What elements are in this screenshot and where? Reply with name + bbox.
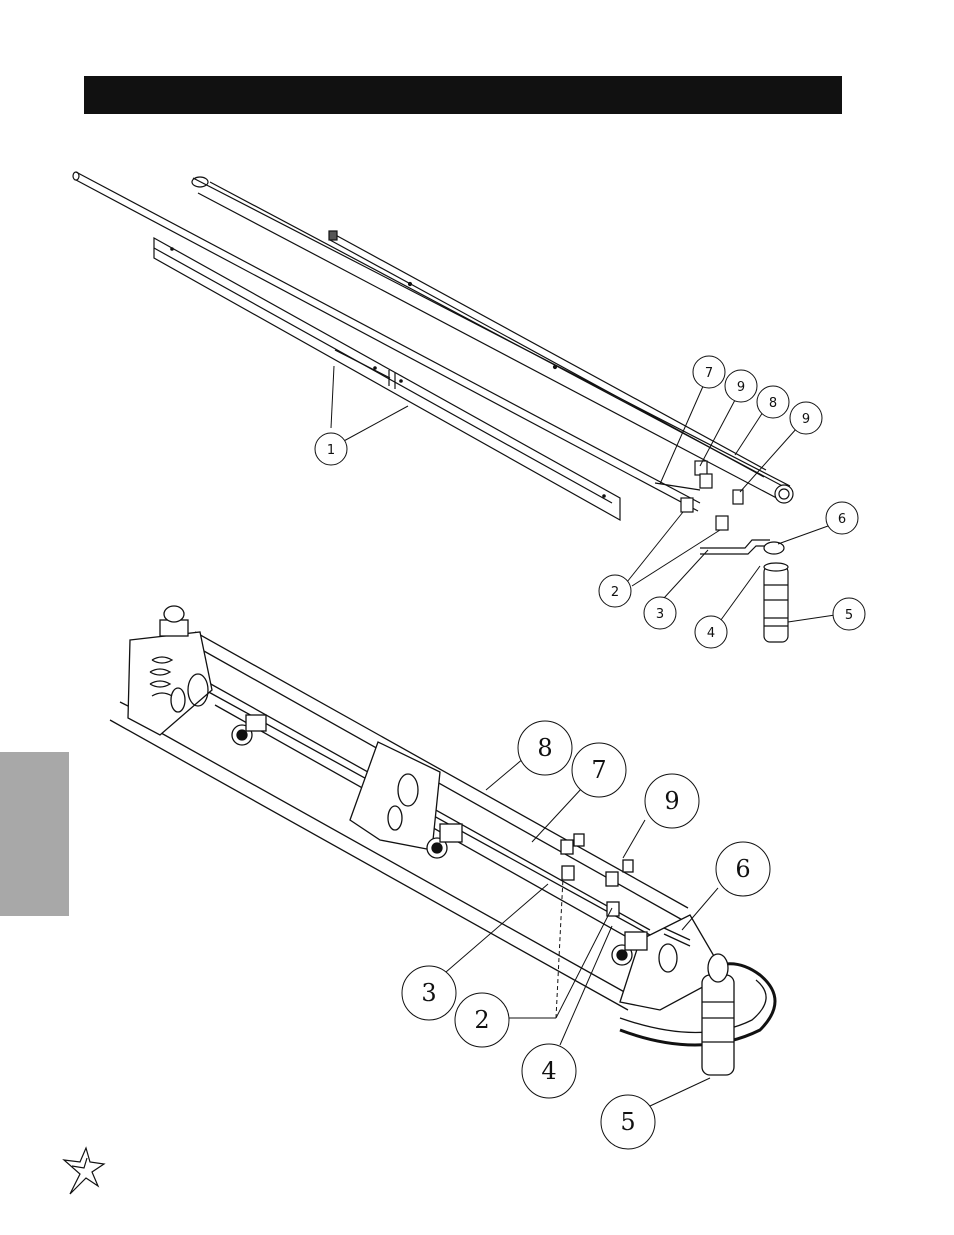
svg-text:6: 6 (735, 855, 750, 883)
callout-9: 9 (790, 402, 822, 434)
callout-3: 3 (644, 597, 676, 629)
callout-6: 6 (826, 502, 858, 534)
svg-text:9: 9 (664, 787, 679, 815)
svg-text:5: 5 (845, 608, 853, 623)
callout-2: 2 (599, 575, 631, 607)
callout-9: 9 (725, 370, 757, 402)
svg-text:3: 3 (421, 979, 436, 1007)
svg-text:7: 7 (591, 756, 606, 784)
svg-text:1: 1 (327, 443, 335, 458)
callout-6: 6 (716, 842, 770, 896)
svg-text:6: 6 (838, 512, 846, 527)
callout-4: 4 (522, 1044, 576, 1098)
callout-1: 1 (315, 433, 347, 465)
star-burst-icon (64, 1148, 104, 1194)
svg-text:7: 7 (705, 366, 713, 381)
callout-9: 9 (645, 774, 699, 828)
callout-5: 5 (833, 598, 865, 630)
svg-text:8: 8 (537, 734, 552, 762)
svg-text:2: 2 (474, 1006, 489, 1034)
svg-text:2: 2 (611, 585, 619, 600)
callout-3: 3 (402, 966, 456, 1020)
svg-text:8: 8 (769, 396, 777, 411)
callout-7: 7 (572, 743, 626, 797)
callout-7: 7 (693, 356, 725, 388)
svg-text:9: 9 (802, 412, 810, 427)
exploded-view (73, 172, 793, 642)
lower-callouts: 8 7 9 6 3 2 4 5 (402, 721, 770, 1149)
callout-5: 5 (601, 1095, 655, 1149)
svg-text:3: 3 (656, 607, 664, 622)
svg-text:5: 5 (620, 1108, 635, 1136)
svg-text:4: 4 (707, 626, 715, 641)
callout-4: 4 (695, 616, 727, 648)
callout-8: 8 (757, 386, 789, 418)
svg-text:4: 4 (541, 1057, 556, 1085)
callout-8: 8 (518, 721, 572, 775)
callout-2: 2 (455, 993, 509, 1047)
svg-text:9: 9 (737, 380, 745, 395)
